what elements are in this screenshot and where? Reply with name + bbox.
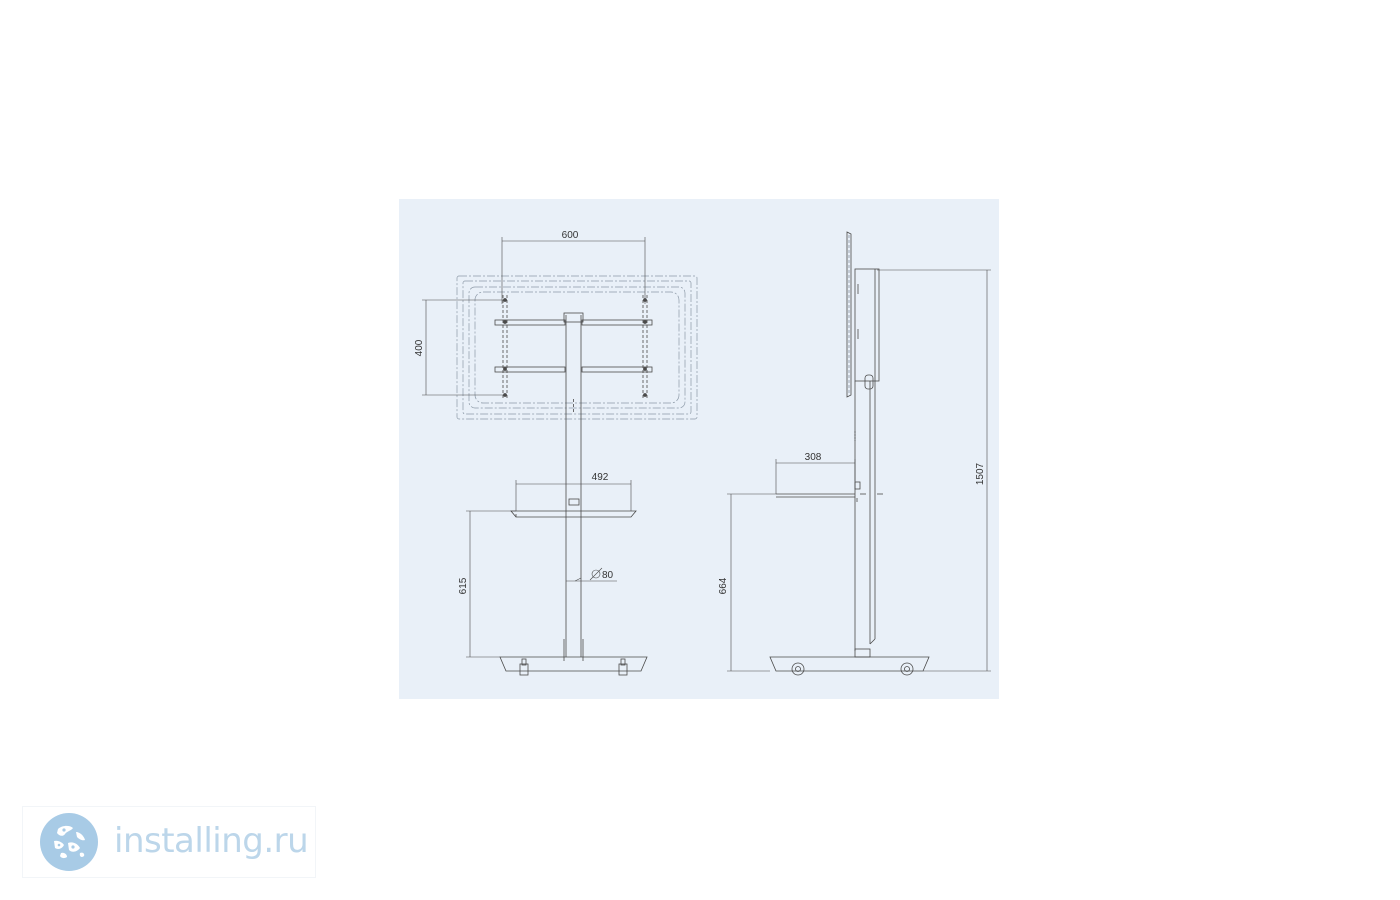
side-pole — [854, 269, 876, 651]
dim-diameter — [566, 567, 617, 582]
front-view — [422, 237, 698, 676]
dim-label-total-height: 1507 — [975, 462, 986, 485]
dim-label-mount-height: 400 — [414, 339, 425, 356]
front-base — [499, 639, 648, 676]
front-pole — [563, 312, 584, 657]
dim-label-mount-width: 600 — [562, 230, 579, 241]
dim-600 — [501, 237, 646, 304]
side-tv-panel — [846, 231, 880, 398]
dim-492 — [515, 480, 632, 511]
dim-label-shelf-height-side: 664 — [718, 577, 729, 594]
technical-drawing-panel: 600 400 492 615 80 308 664 1507 — [399, 199, 999, 699]
globe-logo-icon — [40, 813, 98, 871]
dim-615 — [466, 510, 516, 658]
watermark: installing.ru — [22, 806, 316, 878]
side-shelf — [776, 481, 883, 502]
dim-label-shelf-depth: 308 — [805, 452, 822, 463]
dim-label-pole-diameter: 80 — [602, 570, 614, 581]
dim-label-shelf-width: 492 — [592, 472, 609, 483]
dim-664 — [727, 493, 776, 672]
side-view — [727, 231, 991, 676]
mounting-arms — [494, 295, 653, 399]
dim-400 — [422, 299, 507, 396]
dim-308 — [775, 459, 856, 494]
front-shelf — [510, 510, 637, 518]
side-base — [769, 648, 930, 676]
dim-label-shelf-height-front: 615 — [458, 577, 469, 594]
technical-drawing: 600 400 492 615 80 308 664 1507 — [414, 230, 991, 676]
dim-1507 — [877, 269, 991, 672]
tv-outline — [456, 275, 698, 420]
watermark-text: installing.ru — [114, 821, 309, 861]
